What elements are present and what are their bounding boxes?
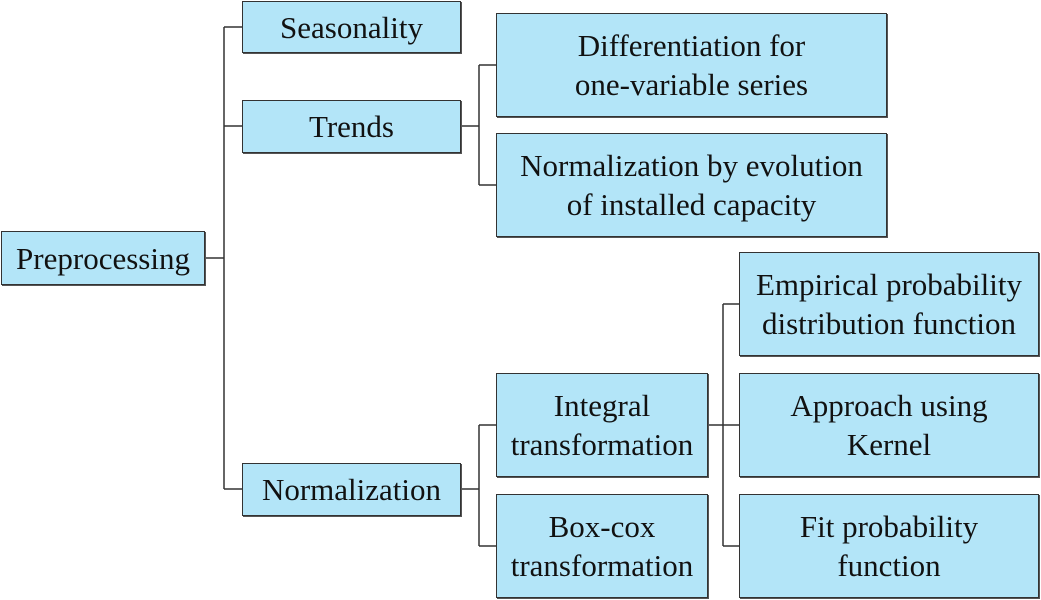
node-integral-transformation: Integral transformation bbox=[496, 373, 708, 477]
node-integral-transformation-line-1: Integral bbox=[553, 388, 651, 423]
node-box-cox-transformation-line-2: transformation bbox=[510, 548, 694, 583]
node-empirical-probability: Empirical probability distribution funct… bbox=[739, 252, 1039, 356]
node-normalization: Normalization bbox=[242, 463, 461, 516]
node-box-cox-transformation: Box-cox transformation bbox=[496, 494, 708, 598]
node-preprocessing-label: Preprocessing bbox=[16, 240, 190, 276]
node-approach-kernel-line-2: Kernel bbox=[846, 427, 932, 462]
node-differentiation-line-2: one-variable series bbox=[574, 67, 809, 102]
node-normalization-by-evolution-line-2: of installed capacity bbox=[566, 187, 817, 222]
node-fit-probability: Fit probability function bbox=[739, 494, 1039, 598]
node-integral-transformation-line-2: transformation bbox=[510, 427, 694, 462]
node-empirical-probability-line-2: distribution function bbox=[761, 306, 1016, 341]
node-differentiation: Differentiation for one-variable series bbox=[496, 13, 887, 117]
node-box-cox-transformation-line-1: Box-cox bbox=[548, 509, 656, 544]
node-normalization-by-evolution-line-1: Normalization by evolution bbox=[520, 148, 863, 183]
node-trends-label: Trends bbox=[309, 109, 394, 144]
node-differentiation-line-1: Differentiation for bbox=[577, 28, 806, 63]
node-approach-kernel-line-1: Approach using bbox=[790, 388, 988, 423]
node-fit-probability-line-1: Fit probability bbox=[799, 509, 979, 544]
node-normalization-label: Normalization bbox=[261, 472, 442, 507]
node-preprocessing: Preprocessing bbox=[1, 231, 205, 285]
node-empirical-probability-line-1: Empirical probability bbox=[755, 267, 1022, 302]
node-normalization-by-evolution: Normalization by evolution of installed … bbox=[496, 133, 887, 237]
node-approach-kernel: Approach using Kernel bbox=[739, 373, 1039, 477]
node-fit-probability-line-2: function bbox=[837, 548, 941, 583]
node-seasonality: Seasonality bbox=[242, 1, 461, 53]
node-trends: Trends bbox=[242, 100, 461, 153]
node-seasonality-label: Seasonality bbox=[280, 9, 423, 45]
